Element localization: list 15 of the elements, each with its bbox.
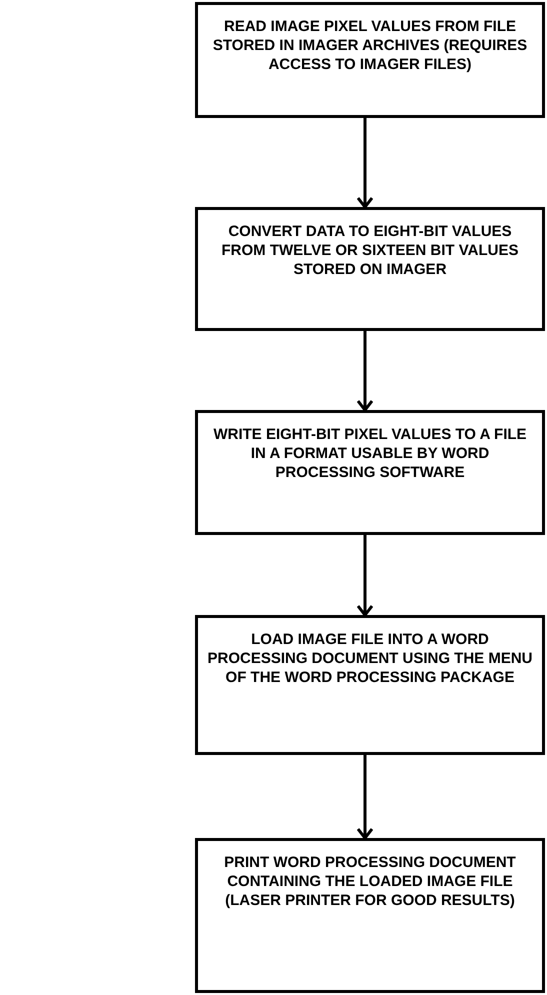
step-text: READ IMAGE PIXEL VALUES FROM FILE STORED IN IMAGER ARCHIVES (REQUIRES ACCESS TO IMAGER FILES)	[212, 17, 528, 74]
step-text: CONVERT DATA TO EIGHT-BIT VALUES FROM TWELVE OR SIXTEEN BIT VALUES STORED ON IMAGER	[220, 222, 520, 279]
step-text: WRITE EIGHT-BIT PIXEL VALUES TO A FILE IN A FORMAT USABLE BY WORD PROCESSING SOFTWARE	[212, 425, 528, 482]
step-text: PRINT WORD PROCESSING DOCUMENT CONTAINING THE LOADED IMAGE FILE	[223, 853, 517, 891]
process-box	[195, 615, 545, 755]
step-text: (LASER PRINTER FOR GOOD RESULTS)	[225, 891, 515, 910]
arrow	[356, 535, 374, 616]
step-text: LOAD IMAGE FILE INTO A WORD PROCESSING DOCUMENT USING THE MENU OF THE WORD PROCESSING PACKAGE	[206, 630, 534, 687]
arrow	[356, 118, 374, 208]
process-box	[195, 838, 545, 993]
process-box	[195, 2, 545, 118]
arrow	[356, 755, 374, 840]
process-box	[195, 207, 545, 331]
arrow	[356, 331, 374, 412]
process-box	[195, 410, 545, 535]
